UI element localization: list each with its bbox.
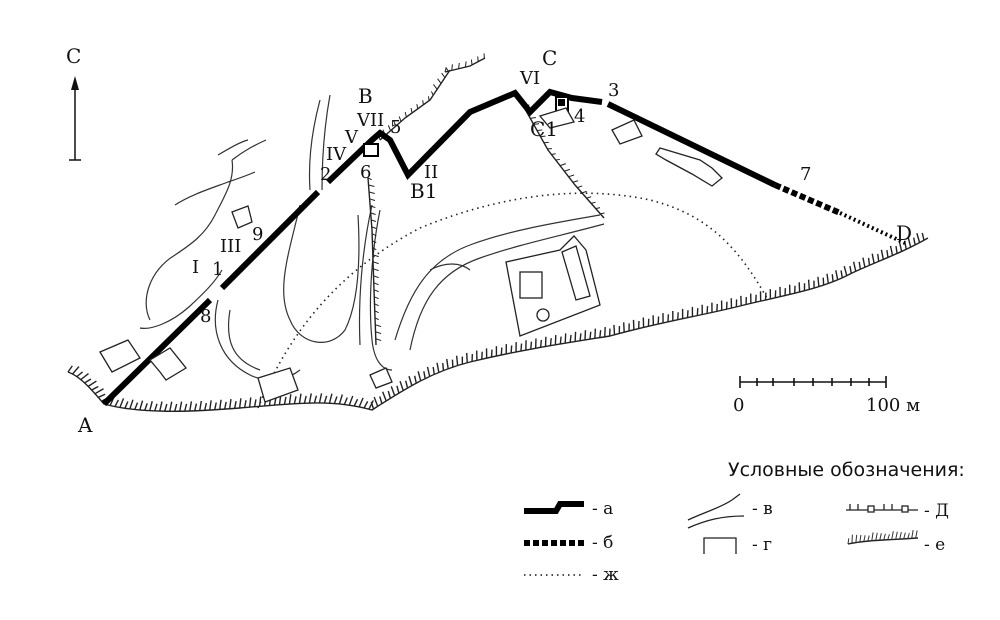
legend-item-b: - б xyxy=(524,533,613,553)
legend-label-b: - б xyxy=(592,533,613,553)
label-roman-v: V xyxy=(344,127,359,148)
legend-label-e: - е xyxy=(924,535,945,555)
label-roman-iv: IV xyxy=(326,144,347,165)
north-arrow: С xyxy=(66,44,81,161)
label-num-5: 5 xyxy=(390,117,401,138)
legend-item-v: - в xyxy=(687,493,773,529)
legend-label-v: - в xyxy=(752,499,773,519)
point-b-label: B xyxy=(358,84,373,108)
legend-item-g: - г xyxy=(703,535,772,555)
north-label: С xyxy=(66,44,81,68)
legend-item-e: - е xyxy=(847,529,945,555)
scale-start-label: 0 xyxy=(733,395,744,416)
legend-label-a: - а xyxy=(592,499,613,519)
point-d-label: D xyxy=(896,221,912,245)
point-a-label: A xyxy=(77,413,93,437)
point-b1-label: B1 xyxy=(410,179,437,203)
label-roman-ii: II xyxy=(424,162,438,183)
legend-item-d: - Д xyxy=(846,501,949,521)
legend-item-zh: - ж xyxy=(524,565,619,585)
buildings xyxy=(99,107,723,403)
label-num-1: 1 xyxy=(212,259,223,280)
label-num-8: 8 xyxy=(200,306,211,327)
label-roman-vi: VI xyxy=(519,68,540,89)
scale-bar xyxy=(739,376,887,388)
point-c-label: C xyxy=(542,46,557,70)
legend-label-zh: - ж xyxy=(592,565,619,585)
legend-title: Условные обозначения: xyxy=(728,459,965,481)
scale-end-label: 100 м xyxy=(866,395,920,416)
dotted-wall-end xyxy=(839,211,906,245)
destroyed-wall xyxy=(773,182,842,216)
legend-label-d: - Д xyxy=(924,501,949,521)
rampart-ticks xyxy=(367,53,605,342)
main-wall xyxy=(101,88,777,407)
label-roman-i: I xyxy=(192,257,199,278)
legend-item-a: - а xyxy=(524,499,613,519)
legend-label-g: - г xyxy=(752,535,772,555)
label-num-3: 3 xyxy=(608,80,619,101)
rampart-lines xyxy=(367,57,605,346)
label-num-9: 9 xyxy=(252,224,263,245)
label-num-6: 6 xyxy=(360,162,371,183)
point-c1-label: C1 xyxy=(530,117,558,141)
label-roman-iii: III xyxy=(220,236,241,257)
label-num-4: 4 xyxy=(574,106,585,127)
label-num-7: 7 xyxy=(800,164,811,185)
wall-towers xyxy=(363,96,569,157)
label-num-2: 2 xyxy=(320,164,331,185)
label-roman-vii: VII xyxy=(356,110,384,131)
